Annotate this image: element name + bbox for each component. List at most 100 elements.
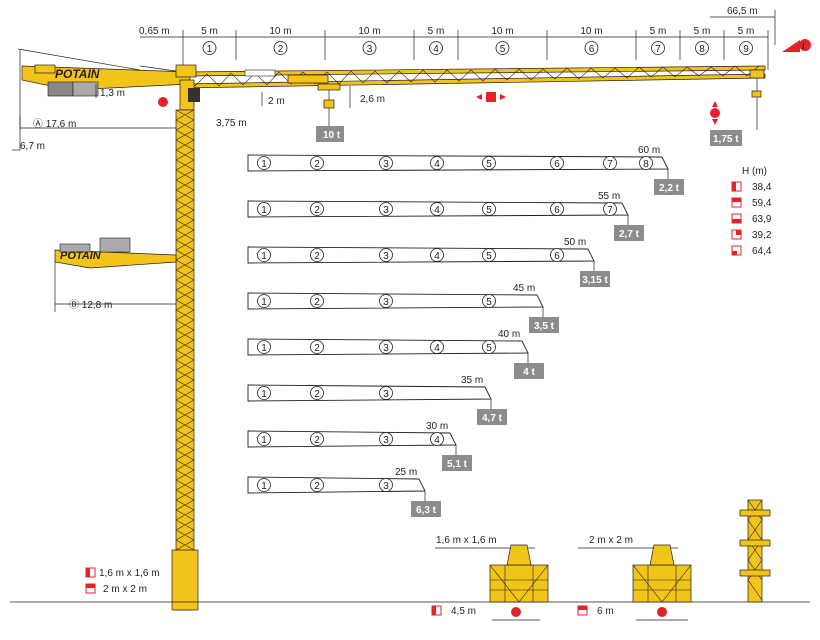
jib-config-load-box xyxy=(580,271,610,287)
jib-segment-number: 4 xyxy=(434,251,440,262)
jib-segment-number: 5 xyxy=(486,297,492,308)
jib-gap-label: 2 m xyxy=(268,96,285,107)
jib-config-outline xyxy=(247,384,492,402)
jib-config-load-box xyxy=(614,225,644,241)
jib-segment-circle xyxy=(482,294,496,308)
jib-segment-circle xyxy=(550,156,564,170)
jib-segment-circle xyxy=(379,386,393,400)
jib-segment-number: 2 xyxy=(314,297,320,308)
jib-segment-circle xyxy=(379,202,393,216)
top-segment-number-circle xyxy=(495,41,510,55)
top-segment-length: 5 m xyxy=(201,26,218,37)
jib-segment-circle xyxy=(257,202,271,216)
top-segment-number: 5 xyxy=(500,44,506,55)
jib-segment-number: 5 xyxy=(486,205,492,216)
jib-config-outline xyxy=(247,430,457,448)
jib-config-load: 6,3 t xyxy=(416,505,437,516)
jib-segment-number: 4 xyxy=(434,159,440,170)
jib-config-load: 4 t xyxy=(523,367,535,378)
top-segment-number-circle xyxy=(362,41,377,55)
aviation-light-icon xyxy=(158,97,168,107)
jib-segment-number: 1 xyxy=(261,251,267,262)
jib-segment-number: 3 xyxy=(383,343,389,354)
jib-segment-number: 1 xyxy=(261,435,267,446)
jib-segment-number: 6 xyxy=(554,205,560,216)
jib-segment-number: 1 xyxy=(261,343,267,354)
jib-config-load-box xyxy=(411,501,441,517)
jib-segment-circle xyxy=(257,386,271,400)
jib-segment-circle xyxy=(482,156,496,170)
top-segment-length: 5 m xyxy=(428,26,445,37)
height-row-value: 38,4 xyxy=(752,182,772,193)
potain-brand-b: POTAIN xyxy=(60,250,102,262)
top-dimension-line: 0,65 m 66,5 m xyxy=(19,6,776,150)
jib-config-load: 3,5 t xyxy=(534,321,555,332)
jib-config-load-box xyxy=(514,363,544,379)
jib-config-length: 35 m xyxy=(461,375,483,386)
svg-text:i: i xyxy=(802,41,805,51)
height-row-value: 59,4 xyxy=(752,198,772,209)
jib-segment-circle xyxy=(482,202,496,216)
jib-config-length: 45 m xyxy=(513,283,535,294)
jib-segment-number: 1 xyxy=(261,481,267,492)
trolley-marker-icon xyxy=(486,92,496,102)
hook-loads: 10 t 1,75 t i xyxy=(316,39,811,146)
max-load-label: 10 t xyxy=(323,130,341,141)
top-segment-length: 10 m xyxy=(358,26,380,37)
jib-segment-circle xyxy=(310,340,324,354)
jib-segment-number: 2 xyxy=(314,159,320,170)
height-table: H (m) 38,459,463,939,264,4 xyxy=(731,166,772,257)
jib-segment-circle xyxy=(379,432,393,446)
jib-segment-circle xyxy=(482,340,496,354)
offset-label: 0,65 m xyxy=(139,26,170,37)
info-icon xyxy=(799,39,811,51)
jib-segment-circle xyxy=(603,156,617,170)
hook-drop-label: 2,6 m xyxy=(360,94,385,105)
height-row-value: 64,4 xyxy=(752,246,772,257)
jib-segment-circle xyxy=(379,248,393,262)
jib-segment-circle xyxy=(257,340,271,354)
jib-config-length: 25 m xyxy=(395,467,417,478)
top-segment-number-circle xyxy=(273,41,288,55)
top-segment-number-circle xyxy=(202,41,217,55)
jib-segment-number: 2 xyxy=(314,389,320,400)
tip-load-label: 1,75 t xyxy=(713,134,739,145)
radius-a-label: Ⓐ 17,6 m xyxy=(33,118,76,130)
top-segment-number-circle xyxy=(651,41,665,55)
jib-segment-number: 4 xyxy=(434,343,440,354)
jib-segment-number: 1 xyxy=(261,389,267,400)
jib-config-outline xyxy=(247,292,544,310)
jib-config-load-box xyxy=(654,179,684,195)
jib-segment-number: 1 xyxy=(261,205,267,216)
jib-segment-circle xyxy=(430,202,444,216)
legend-small-section: 1,6 m x 1,6 m xyxy=(99,568,160,579)
mast-offset-label: 3,75 m xyxy=(216,118,247,129)
main-jib xyxy=(182,65,766,109)
jib-segment-number: 3 xyxy=(383,159,389,170)
jib-segment-number: 7 xyxy=(607,205,613,216)
mast-section-view xyxy=(739,499,771,603)
jib-segment-circle xyxy=(310,156,324,170)
top-segment-length: 10 m xyxy=(491,26,513,37)
jib-config-outline xyxy=(247,246,595,264)
jib-segment-number: 1 xyxy=(261,159,267,170)
jib-segment-circle xyxy=(257,156,271,170)
top-segment-number: 9 xyxy=(743,44,749,55)
jib-segment-number: 5 xyxy=(486,251,492,262)
jib-config-load-box xyxy=(477,409,507,425)
total-length-label: 66,5 m xyxy=(727,6,758,17)
jib-config-load: 4,7 t xyxy=(482,413,503,424)
jib-config-load: 2,2 t xyxy=(659,183,680,194)
jib-segment-circle xyxy=(310,478,324,492)
counter-jib-height: 1,3 m xyxy=(100,88,125,99)
jib-segment-circle xyxy=(310,294,324,308)
jib-segment-number: 6 xyxy=(554,251,560,262)
jib-segment-circle xyxy=(379,478,393,492)
jib-segment-circle xyxy=(639,156,653,170)
